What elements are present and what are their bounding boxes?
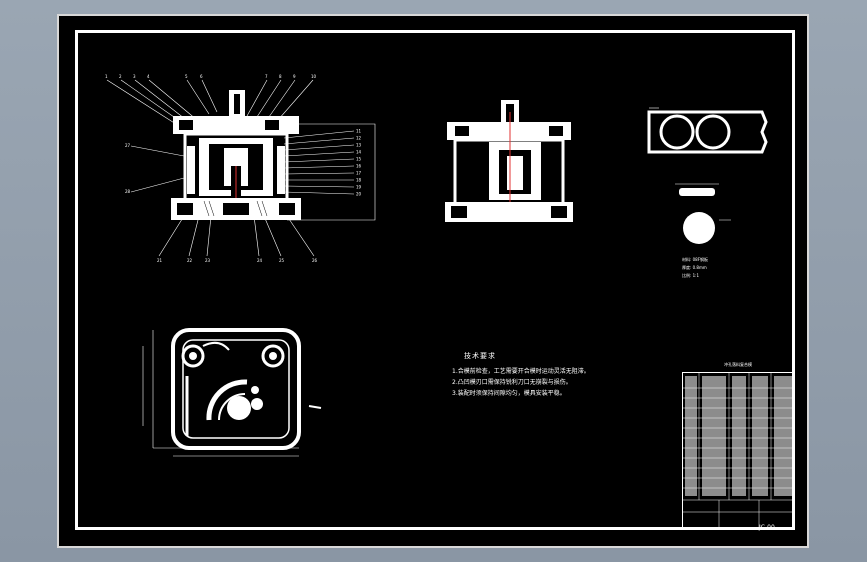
part-label: 27 bbox=[125, 143, 131, 148]
technical-requirement-item: 3.装配时须保持间隙均匀，模具安装平稳。 bbox=[452, 390, 566, 397]
main-assembly-view bbox=[106, 79, 376, 257]
part-label: 17 bbox=[356, 171, 362, 176]
title-block-fill bbox=[685, 376, 792, 496]
part-label: 20 bbox=[356, 192, 362, 197]
part-label: 3 bbox=[133, 74, 136, 79]
material-note-line: 比例: 1:1 bbox=[682, 273, 700, 278]
drawing-frame bbox=[75, 30, 795, 530]
cad-drawing: 1234567891011121314151617181920212223242… bbox=[105, 74, 794, 530]
part-drawing bbox=[675, 183, 731, 244]
part-label: 8 bbox=[279, 74, 282, 79]
part-label: 14 bbox=[356, 150, 362, 155]
part-label: 4 bbox=[147, 74, 150, 79]
drawing-number: JC-00 bbox=[759, 524, 775, 531]
part-label: 23 bbox=[205, 258, 211, 263]
material-note-line: 厚度: 0.8mm bbox=[682, 265, 707, 270]
technical-requirement-item: 1.合模前检查，工艺需要开合模时运动灵活无阻滞。 bbox=[452, 368, 590, 375]
strip-layout bbox=[647, 107, 768, 154]
material-notes: 材料: 08F钢板 厚度: 0.8mm 比例: 1:1 bbox=[682, 256, 708, 280]
part-label: 22 bbox=[187, 258, 193, 263]
part-label: 13 bbox=[356, 143, 362, 148]
part-label: 15 bbox=[356, 157, 362, 162]
part-label: 5 bbox=[185, 74, 188, 79]
part-label: 16 bbox=[356, 164, 362, 169]
technical-requirements: 技术要求 1.合模前检查，工艺需要开合模时运动灵活无阻滞。 2.凸凹模刃口需保持… bbox=[452, 351, 590, 399]
part-label: 1 bbox=[105, 74, 108, 79]
part-label: 25 bbox=[279, 258, 285, 263]
side-view bbox=[445, 100, 573, 222]
material-note-line: 材料: 08F钢板 bbox=[682, 257, 709, 262]
part-label: 10 bbox=[311, 74, 317, 79]
part-label: 24 bbox=[257, 258, 263, 263]
technical-requirements-title: 技术要求 bbox=[464, 352, 496, 360]
title-block-header: 冲孔落料复合模 bbox=[724, 362, 752, 367]
title-block bbox=[682, 372, 794, 530]
part-label: 11 bbox=[356, 129, 362, 134]
technical-requirement-item: 2.凸凹模刃口需保持锐利刀口无崩裂与损伤。 bbox=[452, 379, 572, 386]
part-label: 18 bbox=[356, 178, 362, 183]
part-label: 2 bbox=[119, 74, 122, 79]
part-label: 26 bbox=[312, 258, 318, 263]
part-label: 28 bbox=[125, 189, 131, 194]
part-label: 7 bbox=[265, 74, 268, 79]
part-label: 19 bbox=[356, 185, 362, 190]
part-label: 12 bbox=[356, 136, 362, 141]
part-label: 9 bbox=[293, 74, 296, 79]
plan-view bbox=[142, 328, 322, 457]
part-label: 6 bbox=[200, 74, 203, 79]
part-label: 21 bbox=[157, 258, 163, 263]
